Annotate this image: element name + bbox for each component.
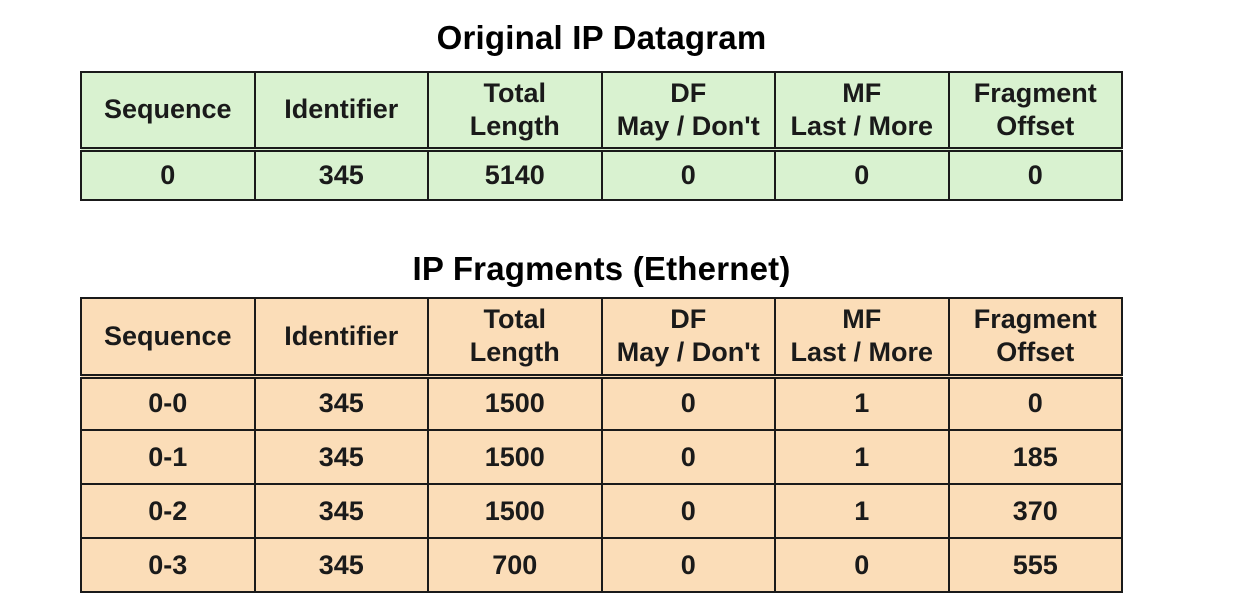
header-sequence: Sequence [80, 297, 256, 377]
cell-total-length: 1500 [427, 429, 603, 485]
table-row: 0 345 5140 0 0 0 [80, 148, 1123, 201]
header-line: MF [842, 77, 882, 108]
cell-identifier: 345 [253, 537, 429, 593]
cell-fragment-offset: 370 [947, 483, 1123, 539]
cell-fragment-offset: 0 [947, 148, 1123, 201]
cell-sequence: 0-0 [80, 375, 256, 431]
header-line: Fragment [973, 77, 1097, 108]
cell-mf: 1 [774, 483, 950, 539]
cell-fragment-offset: 0 [947, 375, 1123, 431]
cell-total-length: 700 [427, 537, 603, 593]
header-line: Fragment [973, 304, 1097, 335]
cell-sequence: 0-1 [80, 429, 256, 485]
header-line: Last / More [790, 337, 934, 368]
header-line: Total [483, 304, 547, 335]
cell-mf: 0 [774, 148, 950, 201]
original-datagram-title: Original IP Datagram [436, 19, 767, 56]
cell-total-length: 1500 [427, 375, 603, 431]
header-line: May / Don't [616, 110, 760, 141]
header-line: Sequence [103, 320, 232, 351]
cell-df: 0 [600, 483, 776, 539]
header-line: Identifier [284, 320, 399, 351]
cell-sequence: 0 [80, 148, 256, 201]
cell-mf: 0 [774, 537, 950, 593]
header-line: May / Don't [616, 337, 760, 368]
header-identifier: Identifier [253, 297, 429, 377]
cell-identifier: 345 [253, 483, 429, 539]
header-sequence: Sequence [80, 71, 256, 150]
header-line: Length [469, 337, 560, 368]
cell-fragment-offset: 555 [947, 537, 1123, 593]
header-identifier: Identifier [253, 71, 429, 150]
cell-identifier: 345 [253, 148, 429, 201]
header-line: Last / More [790, 110, 934, 141]
cell-total-length: 1500 [427, 483, 603, 539]
header-line: Total [483, 77, 547, 108]
fragments-title: IP Fragments (Ethernet) [412, 250, 791, 287]
cell-df: 0 [600, 429, 776, 485]
header-line: Identifier [284, 94, 399, 125]
cell-mf: 1 [774, 375, 950, 431]
cell-sequence: 0-3 [80, 537, 256, 593]
cell-identifier: 345 [253, 429, 429, 485]
cell-sequence: 0-2 [80, 483, 256, 539]
cell-mf: 1 [774, 429, 950, 485]
header-line: Offset [996, 337, 1075, 368]
cell-df: 0 [600, 148, 776, 201]
table-row: 0-0 345 1500 0 1 0 [80, 375, 1123, 431]
header-line: Length [469, 110, 560, 141]
cell-total-length: 5140 [427, 148, 603, 201]
header-line: DF [670, 304, 707, 335]
table-row: 0-1 345 1500 0 1 185 [80, 429, 1123, 485]
table-row: 0-2 345 1500 0 1 370 [80, 483, 1123, 539]
header-line: Sequence [103, 94, 232, 125]
cell-identifier: 345 [253, 375, 429, 431]
cell-df: 0 [600, 375, 776, 431]
table-row: 0-3 345 700 0 0 555 [80, 537, 1123, 593]
cell-fragment-offset: 185 [947, 429, 1123, 485]
cell-df: 0 [600, 537, 776, 593]
header-line: DF [670, 77, 707, 108]
header-line: MF [842, 304, 882, 335]
header-line: Offset [996, 110, 1075, 141]
